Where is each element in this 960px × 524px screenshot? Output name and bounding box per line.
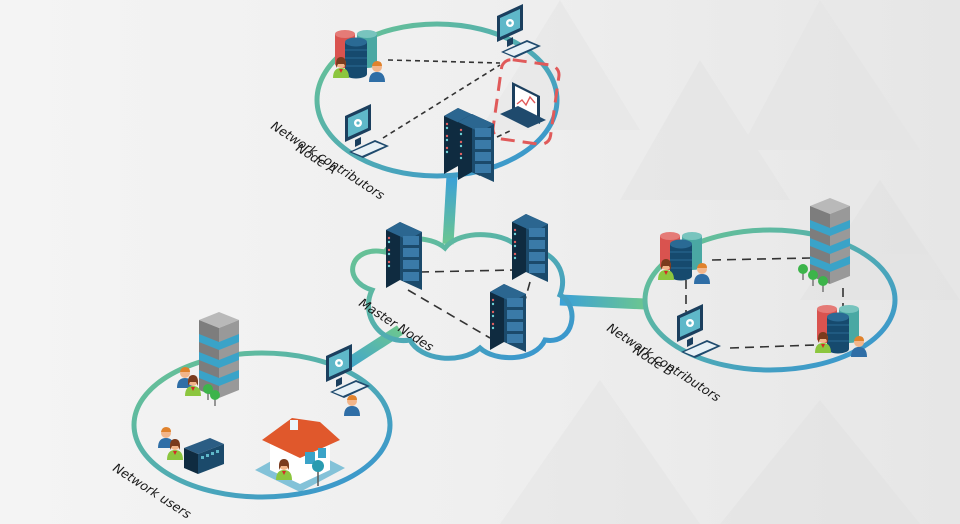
database-cluster-icon [815, 305, 867, 357]
network-switch-icon [184, 438, 224, 474]
label-network-users: Network users [110, 460, 194, 522]
group-master-nodes: Master Nodes [350, 214, 575, 361]
server-rack-icon [458, 114, 494, 182]
laptop-chart-icon [500, 82, 546, 128]
server-rack-icon [386, 222, 422, 290]
dashed-links-node-a [382, 59, 513, 139]
user-icon [344, 395, 360, 416]
database-cluster-icon [333, 30, 385, 82]
tree-icon [797, 263, 809, 281]
group-network-users: Network users [110, 312, 393, 522]
server-rack-icon [490, 284, 526, 352]
house-icon [255, 418, 345, 492]
ring-node-b [642, 227, 898, 373]
group-node-a: Network contributors Node A [268, 4, 561, 203]
server-rack-icon [512, 214, 548, 282]
tree-icon [209, 389, 221, 407]
link-nodeA-master [442, 175, 458, 245]
ring-users [131, 350, 393, 500]
link-master-nodeB [559, 294, 646, 310]
background-pattern [480, 0, 960, 524]
workstation-icon [345, 104, 389, 158]
